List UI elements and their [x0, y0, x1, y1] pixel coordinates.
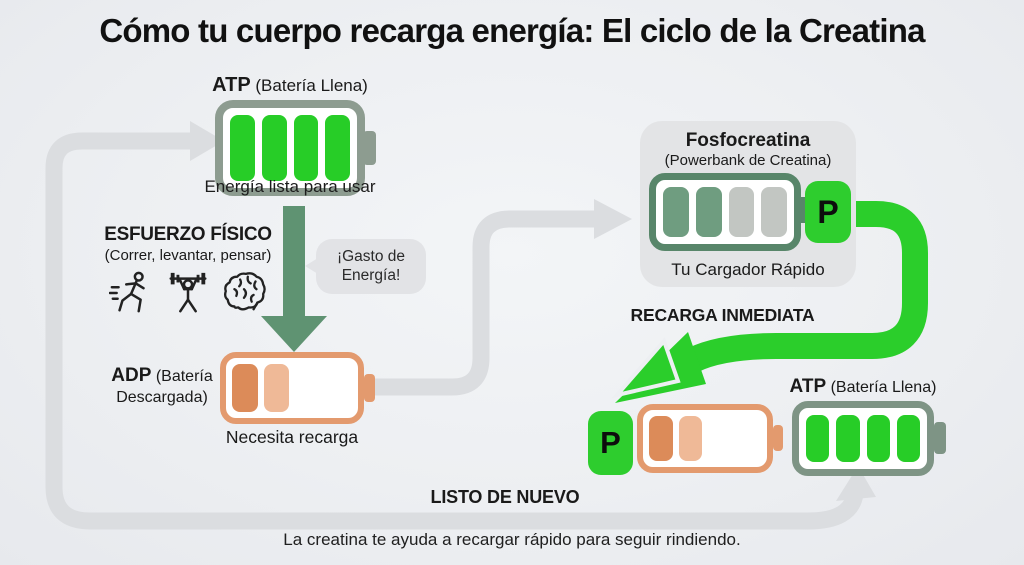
battery-segment-empty: [738, 416, 762, 461]
battery-terminal: [773, 425, 783, 451]
battery-body: [792, 401, 934, 476]
battery-segment-green: [896, 415, 920, 462]
battery-body: [649, 173, 801, 251]
adp-label: ADP (Batería Descargada): [103, 364, 221, 408]
battery-segment-green: [293, 115, 319, 181]
arrowhead-into-fosfocreatina: [594, 199, 632, 239]
battery-segment-gray: [728, 187, 755, 237]
effort-title: ESFUERZO FÍSICO: [104, 224, 272, 245]
battery-body: [220, 352, 364, 424]
weightlifter-icon: [169, 272, 207, 313]
phosphocreatine-subtitle: (Powerbank de Creatina): [664, 152, 832, 169]
phosphocreatine-caption: Tu Cargador Rápido: [671, 260, 825, 279]
battery-segment-orange_light: [263, 364, 289, 412]
adp-note: (Batería Descargada): [116, 368, 213, 406]
phosphocreatine-card: Fosfocreatina (Powerbank de Creatina) P …: [640, 121, 856, 287]
battery-segment-orange_light: [678, 416, 702, 461]
phosphate-badge-bottom: P: [588, 411, 633, 475]
effort-icons-row: [88, 270, 288, 316]
footer-note: La creatina te ayuda a recargar rápido p…: [283, 530, 741, 549]
battery-segment-green: [866, 415, 890, 462]
battery-terminal: [364, 374, 375, 402]
battery-segment-green: [806, 415, 830, 462]
energy-cost-text: ¡Gasto de Energía!: [336, 248, 406, 285]
adp-caption: Necesita recarga: [225, 427, 359, 447]
battery-body: [637, 404, 773, 473]
battery-segment-empty: [295, 364, 321, 412]
battery-segment-orange_dark: [232, 364, 258, 412]
arrowhead-into-atp-new: [836, 466, 876, 501]
battery-terminal: [363, 131, 376, 165]
adp-spent-battery: [220, 352, 375, 424]
battery-segment-empty: [708, 416, 732, 461]
battery-segment-green: [261, 115, 287, 181]
phosphocreatine-battery: [649, 173, 801, 251]
battery-segment-sage: [695, 187, 722, 237]
battery-body: [215, 100, 365, 196]
atp-new-note: (Batería Llena): [830, 379, 937, 396]
battery-terminal: [934, 422, 946, 454]
atp-top-name: ATP: [212, 74, 251, 96]
atp-top-note: (Batería Llena): [255, 76, 368, 95]
atp-new-full-battery: [792, 401, 946, 476]
atp-full-battery: [215, 100, 376, 196]
recharge-arrowhead-dart: [611, 337, 681, 399]
brain-icon: [224, 272, 266, 311]
battery-segment-green: [836, 415, 860, 462]
atp-top-label: ATP (Batería Llena): [172, 74, 408, 97]
recharging-battery: [637, 404, 783, 473]
recharge-label: RECARGA INMEDIATA: [630, 305, 815, 325]
ready-again-label: LISTO DE NUEVO: [430, 487, 580, 507]
bubble-tail: [305, 258, 318, 274]
page-title: Cómo tu cuerpo recarga energía: El ciclo…: [99, 12, 925, 49]
physical-effort-block: ESFUERZO FÍSICO (Correr, levantar, pensa…: [88, 224, 288, 316]
battery-segment-empty: [327, 364, 353, 412]
adp-name: ADP: [111, 365, 152, 386]
battery-segment-orange_dark: [649, 416, 673, 461]
cycle-restart-path: [45, 132, 864, 530]
phosphate-badge: P: [805, 181, 851, 243]
phosphocreatine-title: Fosfocreatina: [685, 130, 811, 151]
energy-spend-arrow: [261, 206, 327, 352]
runner-icon: [109, 271, 145, 313]
atp-new-name: ATP: [789, 376, 827, 397]
adp-to-fosfocreatina-path: [372, 210, 596, 396]
effort-subtitle: (Correr, levantar, pensar): [104, 247, 272, 264]
recharge-arrow-shaft: [687, 201, 928, 372]
energy-cost-bubble: ¡Gasto de Energía!: [305, 239, 426, 294]
battery-segment-sage: [663, 187, 689, 237]
battery-segment-gray: [761, 187, 787, 237]
atp-new-label: ATP (Batería Llena): [775, 376, 951, 398]
battery-segment-green: [325, 115, 350, 181]
battery-segment-green: [230, 115, 255, 181]
atp-top-caption: Energía lista para usar: [204, 177, 376, 196]
arrowhead-into-atp-top: [190, 121, 224, 161]
